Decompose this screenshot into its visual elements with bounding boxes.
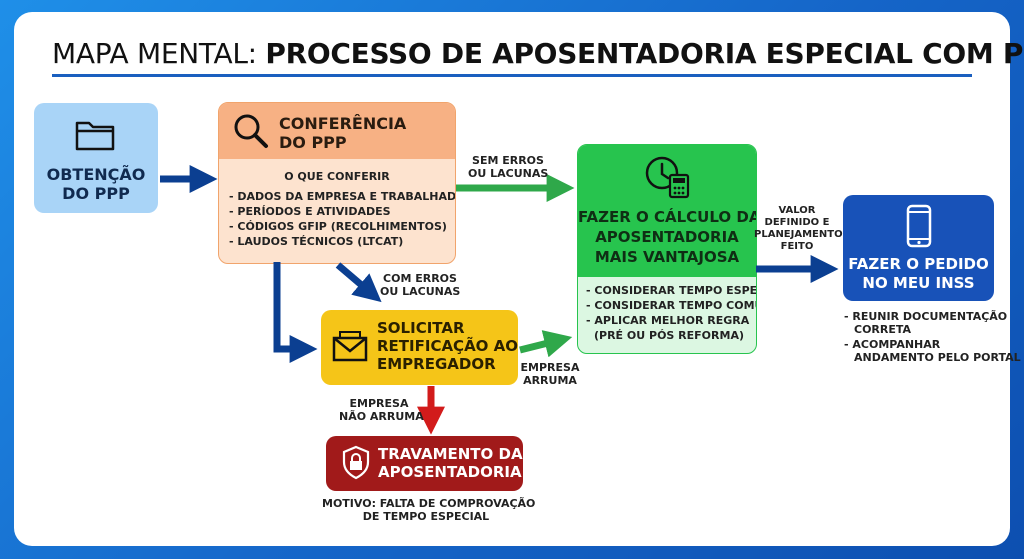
node-pedido: FAZER O PEDIDO NO MEU INSS	[843, 195, 994, 301]
solicitar-label-2: RETIFICAÇÃO AO	[377, 337, 519, 355]
node-obtencao: OBTENÇÃO DO PPP	[34, 103, 158, 213]
pedido-label-2: NO MEU INSS	[862, 274, 975, 292]
edge-label-valor-definido: VALOR	[778, 205, 816, 216]
edge-label-sem-erros: SEM ERROS	[472, 154, 544, 167]
title-prefix: MAPA MENTAL:	[52, 37, 257, 70]
conferencia-item: - PERÍODOS E ATIVIDADES	[229, 205, 391, 218]
pedido-note: - REUNIR DOCUMENTAÇÃO	[844, 310, 1008, 323]
obtencao-label-2: DO PPP	[62, 184, 130, 203]
calculo-title-2: APOSENTADORIA	[595, 228, 739, 246]
solicitar-label-1: SOLICITAR	[377, 319, 465, 337]
calculo-item: - APLICAR MELHOR REGRA	[586, 314, 750, 327]
calculo-title-3: MAIS VANTAJOSA	[594, 248, 740, 266]
arrow-solicitar-to-calculo	[519, 330, 573, 358]
edge-label-com-erros: OU LACUNAS	[380, 285, 461, 298]
node-calculo: FAZER O CÁLCULO DA APOSENTADORIA MAIS VA…	[577, 144, 757, 354]
obtencao-label-1: OBTENÇÃO	[46, 165, 146, 184]
smartphone-icon	[906, 204, 932, 248]
envelope-icon	[332, 331, 368, 362]
edge-label-empresa-arruma: EMPRESA	[520, 361, 580, 374]
conferencia-title-2: DO PPP	[279, 133, 347, 152]
conferencia-item: - DADOS DA EMPRESA E TRABALHADOR	[229, 190, 456, 203]
node-solicitar: SOLICITAR RETIFICAÇÃO AO EMPREGADOR	[321, 310, 518, 385]
magnifier-icon	[234, 114, 268, 148]
travamento-label-1: TRAVAMENTO DA	[378, 445, 523, 463]
edge-label-valor-definido: FEITO	[780, 241, 814, 252]
travamento-note-1: MOTIVO: FALTA DE COMPROVAÇÃO	[322, 497, 536, 510]
node-conferencia: CONFERÊNCIA DO PPP O QUE CONFERIR - DADO…	[218, 102, 456, 264]
clock-calculator-icon	[645, 156, 690, 199]
title-main: PROCESSO DE APOSENTADORIA ESPECIAL COM P…	[265, 37, 1024, 70]
edge-label-sem-erros: OU LACUNAS	[468, 167, 549, 180]
pedido-note: ANDAMENTO PELO PORTAL	[854, 351, 1021, 364]
travamento-note-2: DE TEMPO ESPECIAL	[362, 510, 490, 523]
conferencia-title-1: CONFERÊNCIA	[279, 114, 407, 133]
lock-shield-icon	[342, 445, 370, 480]
edge-label-com-erros: COM ERROS	[383, 272, 457, 285]
conferencia-item: - LAUDOS TÉCNICOS (LTCAT)	[229, 235, 404, 248]
edge-label-empresa-nao-arruma: NÃO ARRUMA	[339, 410, 424, 423]
edge-label-empresa-nao-arruma: EMPRESA	[349, 397, 409, 410]
conferencia-subtitle: O QUE CONFERIR	[284, 170, 390, 183]
folder-icon	[75, 121, 115, 151]
calculo-item: (PRÉ OU PÓS REFORMA)	[594, 329, 744, 342]
travamento-label-2: APOSENTADORIA	[378, 463, 522, 481]
edge-label-valor-definido: PLANEJAMENTO	[754, 229, 843, 240]
pedido-note: - ACOMPANHAR	[844, 338, 941, 351]
page-title: MAPA MENTAL: PROCESSO DE APOSENTADORIA E…	[52, 37, 1024, 70]
pedido-label-1: FAZER O PEDIDO	[848, 255, 989, 273]
calculo-title-1: FAZER O CÁLCULO DA	[578, 208, 757, 226]
pedido-note: CORRETA	[854, 323, 912, 336]
arrow-conferencia-to-solicitar	[335, 262, 382, 303]
node-travamento: TRAVAMENTO DA APOSENTADORIA	[326, 436, 523, 491]
solicitar-label-3: EMPREGADOR	[377, 355, 496, 373]
arrow-conferencia-to-solicitar-elbow	[273, 262, 318, 363]
calculo-item: - CONSIDERAR TEMPO ESPECIAL	[586, 284, 757, 297]
edge-label-valor-definido: DEFINIDO E	[764, 217, 830, 228]
title-underline	[52, 74, 972, 77]
conferencia-item: - CÓDIGOS GFIP (RECOLHIMENTOS)	[229, 220, 447, 233]
calculo-item: - CONSIDERAR TEMPO COMUM	[586, 299, 757, 312]
edge-label-empresa-arruma: ARRUMA	[523, 374, 577, 387]
